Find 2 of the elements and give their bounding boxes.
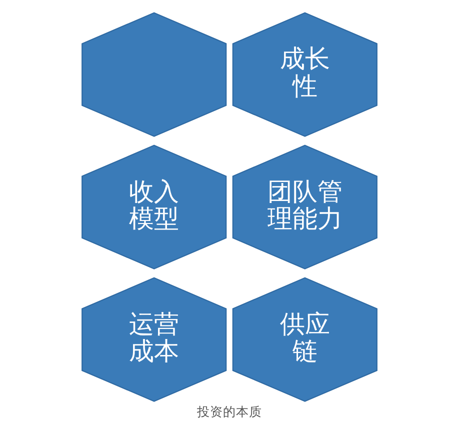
caption: 投资的本质 [196,404,262,419]
node-hexagon [81,12,226,137]
